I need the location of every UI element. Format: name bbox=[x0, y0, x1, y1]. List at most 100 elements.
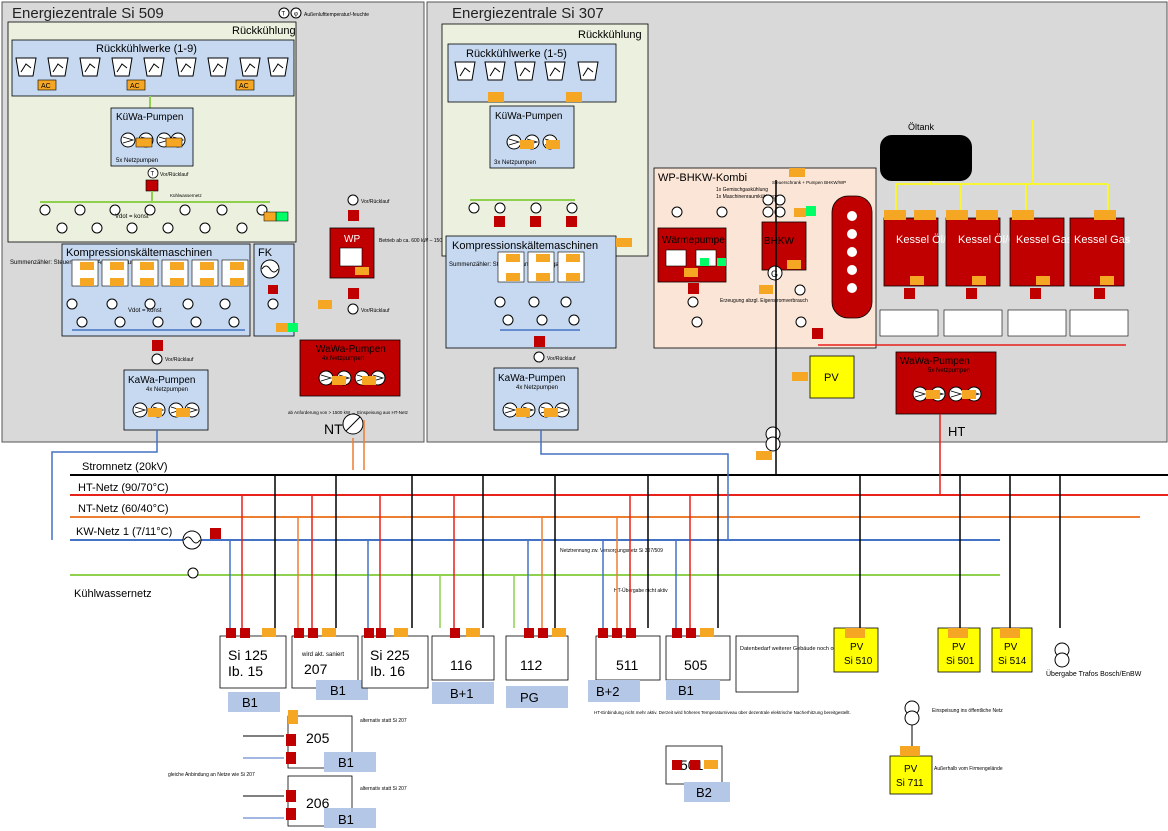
temp-sensor-307-kawa bbox=[534, 352, 544, 362]
svg-text:Kessel Gas: Kessel Gas bbox=[1074, 234, 1131, 246]
sensor-note: Außenlufttemperatur/-feuchte bbox=[304, 12, 369, 18]
alt-note-1: alternativ statt Si 207 bbox=[360, 718, 407, 724]
trafo-center bbox=[766, 427, 780, 451]
nt-grid-label: NT-Netz (60/40°C) bbox=[78, 503, 169, 515]
svg-text:AC: AC bbox=[130, 83, 140, 90]
svg-text:φ: φ bbox=[294, 12, 298, 18]
kuewa-pumps-note-509: 5x Netzpumpen bbox=[116, 158, 158, 164]
q-meter-509-wp2 bbox=[348, 288, 359, 299]
wawa-pumps-note-307: 5x Netzpumpen bbox=[928, 368, 970, 374]
svg-text:B1: B1 bbox=[242, 695, 258, 710]
svg-text:B+1: B+1 bbox=[450, 686, 474, 701]
wawa-pumps-label-307: WaWa-Pumpen bbox=[900, 356, 970, 367]
trafo-feed-in bbox=[905, 701, 919, 746]
ht-grid-label: HT-Netz (90/70°C) bbox=[78, 482, 169, 494]
kw-grid-label: KW-Netz 1 (7/11°C) bbox=[76, 526, 172, 538]
svg-text:PV: PV bbox=[904, 764, 918, 775]
flow-return-509-kawa: Vor/Rücklauf bbox=[165, 357, 194, 363]
svg-text:B2: B2 bbox=[696, 785, 712, 800]
svg-text:505: 505 bbox=[684, 657, 708, 673]
building-206: 206 B1 bbox=[288, 776, 376, 828]
svg-text:B1: B1 bbox=[338, 755, 354, 770]
fk-temp-sensor bbox=[268, 299, 278, 309]
status-q-509-a bbox=[276, 212, 288, 221]
nt-label: NT bbox=[324, 421, 343, 437]
ac-509-wp-flow bbox=[264, 212, 276, 221]
svg-text:207: 207 bbox=[304, 661, 328, 677]
svg-text:PV: PV bbox=[952, 642, 966, 653]
cooling-grid-label: Kühlwassernetz bbox=[74, 588, 152, 600]
cooling-water-net-label: Kühlwassernetz bbox=[170, 193, 203, 198]
cooling-tower-row-509 bbox=[16, 58, 288, 76]
ht-511-note: HT-Einbindung nicht mehr aktiv. Derzeit … bbox=[594, 710, 851, 715]
building-207: 207 wird akt. saniert B1 bbox=[292, 636, 368, 700]
generator-icon: G bbox=[768, 266, 782, 280]
pv-center-ac bbox=[792, 372, 808, 381]
oil-tank bbox=[880, 135, 972, 181]
pv-si514: PV Si 514 bbox=[992, 628, 1032, 672]
status-green-chp bbox=[806, 206, 816, 216]
data-need-box bbox=[736, 636, 798, 692]
svg-text:wird akt. saniert: wird akt. saniert bbox=[301, 652, 344, 658]
q-meter-509-kawa bbox=[152, 340, 163, 351]
outside-note: Außerhalb vom Firmengelände bbox=[934, 766, 1003, 772]
q-meter-509-a bbox=[146, 180, 158, 191]
svg-text:Si 501: Si 501 bbox=[946, 656, 975, 667]
center-307-title: Energiezentrale Si 307 bbox=[452, 5, 604, 22]
svg-text:T: T bbox=[282, 12, 286, 18]
svg-text:PG: PG bbox=[520, 690, 539, 705]
svg-text:511: 511 bbox=[616, 657, 639, 673]
temp-sensor-509-wp bbox=[348, 195, 358, 205]
tower-meter-307-2 bbox=[566, 92, 582, 102]
wp-509-label: WP bbox=[344, 234, 360, 245]
svg-text:B1: B1 bbox=[330, 683, 346, 698]
kawa-pumps-note-509: 4x Netzpumpen bbox=[146, 387, 188, 393]
svg-text:B1: B1 bbox=[338, 812, 354, 827]
kuewa-pumps-label-307: KüWa-Pumpen bbox=[495, 111, 562, 122]
temp-sensor-509-a: T bbox=[148, 168, 158, 178]
building-116: 116 B+1 bbox=[432, 636, 494, 704]
kw-exchanger bbox=[183, 531, 201, 549]
chillers-ac-307 bbox=[616, 238, 632, 247]
feed-in-note: Einspeisung ins öffentliche Netz bbox=[932, 708, 1003, 714]
svg-text:205: 205 bbox=[306, 730, 330, 746]
heat-pump-label: Wärmepumpe bbox=[662, 235, 725, 246]
svg-text:112: 112 bbox=[520, 657, 543, 673]
svg-text:Si 510: Si 510 bbox=[844, 656, 873, 667]
power-grid-label: Stromnetz (20kV) bbox=[82, 461, 168, 473]
svg-text:Si 514: Si 514 bbox=[998, 656, 1027, 667]
building-112: 112 PG bbox=[506, 636, 568, 708]
wawa-pumps-note-509: 4x Netzpumpen bbox=[322, 356, 364, 362]
svg-text:B1: B1 bbox=[678, 683, 694, 698]
svg-text:T: T bbox=[151, 172, 155, 178]
center-509-title: Energiezentrale Si 509 bbox=[12, 5, 164, 22]
chp-control-note: Steuerschrank + Pumpen BHKW/WP bbox=[772, 180, 846, 185]
svg-text:PV: PV bbox=[850, 642, 864, 653]
svg-text:Kessel Gas: Kessel Gas bbox=[1016, 234, 1073, 246]
temp-sensor-509-kawa bbox=[152, 354, 162, 364]
chillers-label-307: Kompressionskältemaschinen bbox=[452, 240, 598, 252]
cooling-towers-label-509: Rückkühlwerke (1-9) bbox=[96, 43, 197, 55]
kuewa-pumps-note-307: 3x Netzpumpen bbox=[494, 160, 536, 166]
q-meter-509-wp bbox=[348, 210, 359, 221]
boiler-3: Kessel Gas bbox=[1010, 210, 1073, 286]
chp-ac-top bbox=[794, 208, 806, 217]
svg-text:116: 116 bbox=[450, 657, 473, 673]
svg-text:AC: AC bbox=[239, 83, 249, 90]
same-connection-note: gleiche Anbindung an Netze wie Si 207 bbox=[168, 772, 255, 778]
kawa-pumps-label-509: KaWa-Pumpen bbox=[128, 375, 195, 386]
building-505: 505 B1 bbox=[666, 636, 730, 700]
transfer-note: Übergabe Trafos Bosch/EnBW bbox=[1046, 670, 1142, 678]
tower-meter-509-2: AC bbox=[127, 80, 145, 90]
svg-text:Si 711: Si 711 bbox=[896, 778, 924, 789]
pv-center-label: PV bbox=[824, 372, 839, 384]
flow-return-509-wp: Vor/Rücklauf bbox=[361, 199, 390, 205]
wp-509-ac bbox=[355, 267, 369, 275]
bhkw-label: BHKW bbox=[764, 236, 795, 247]
sigma-ac-509-wp bbox=[318, 300, 332, 309]
building-205: 205 B1 bbox=[288, 716, 376, 772]
flow-return-509-wp2: Vor/Rücklauf bbox=[361, 308, 390, 314]
chp-control-ac bbox=[789, 168, 805, 177]
